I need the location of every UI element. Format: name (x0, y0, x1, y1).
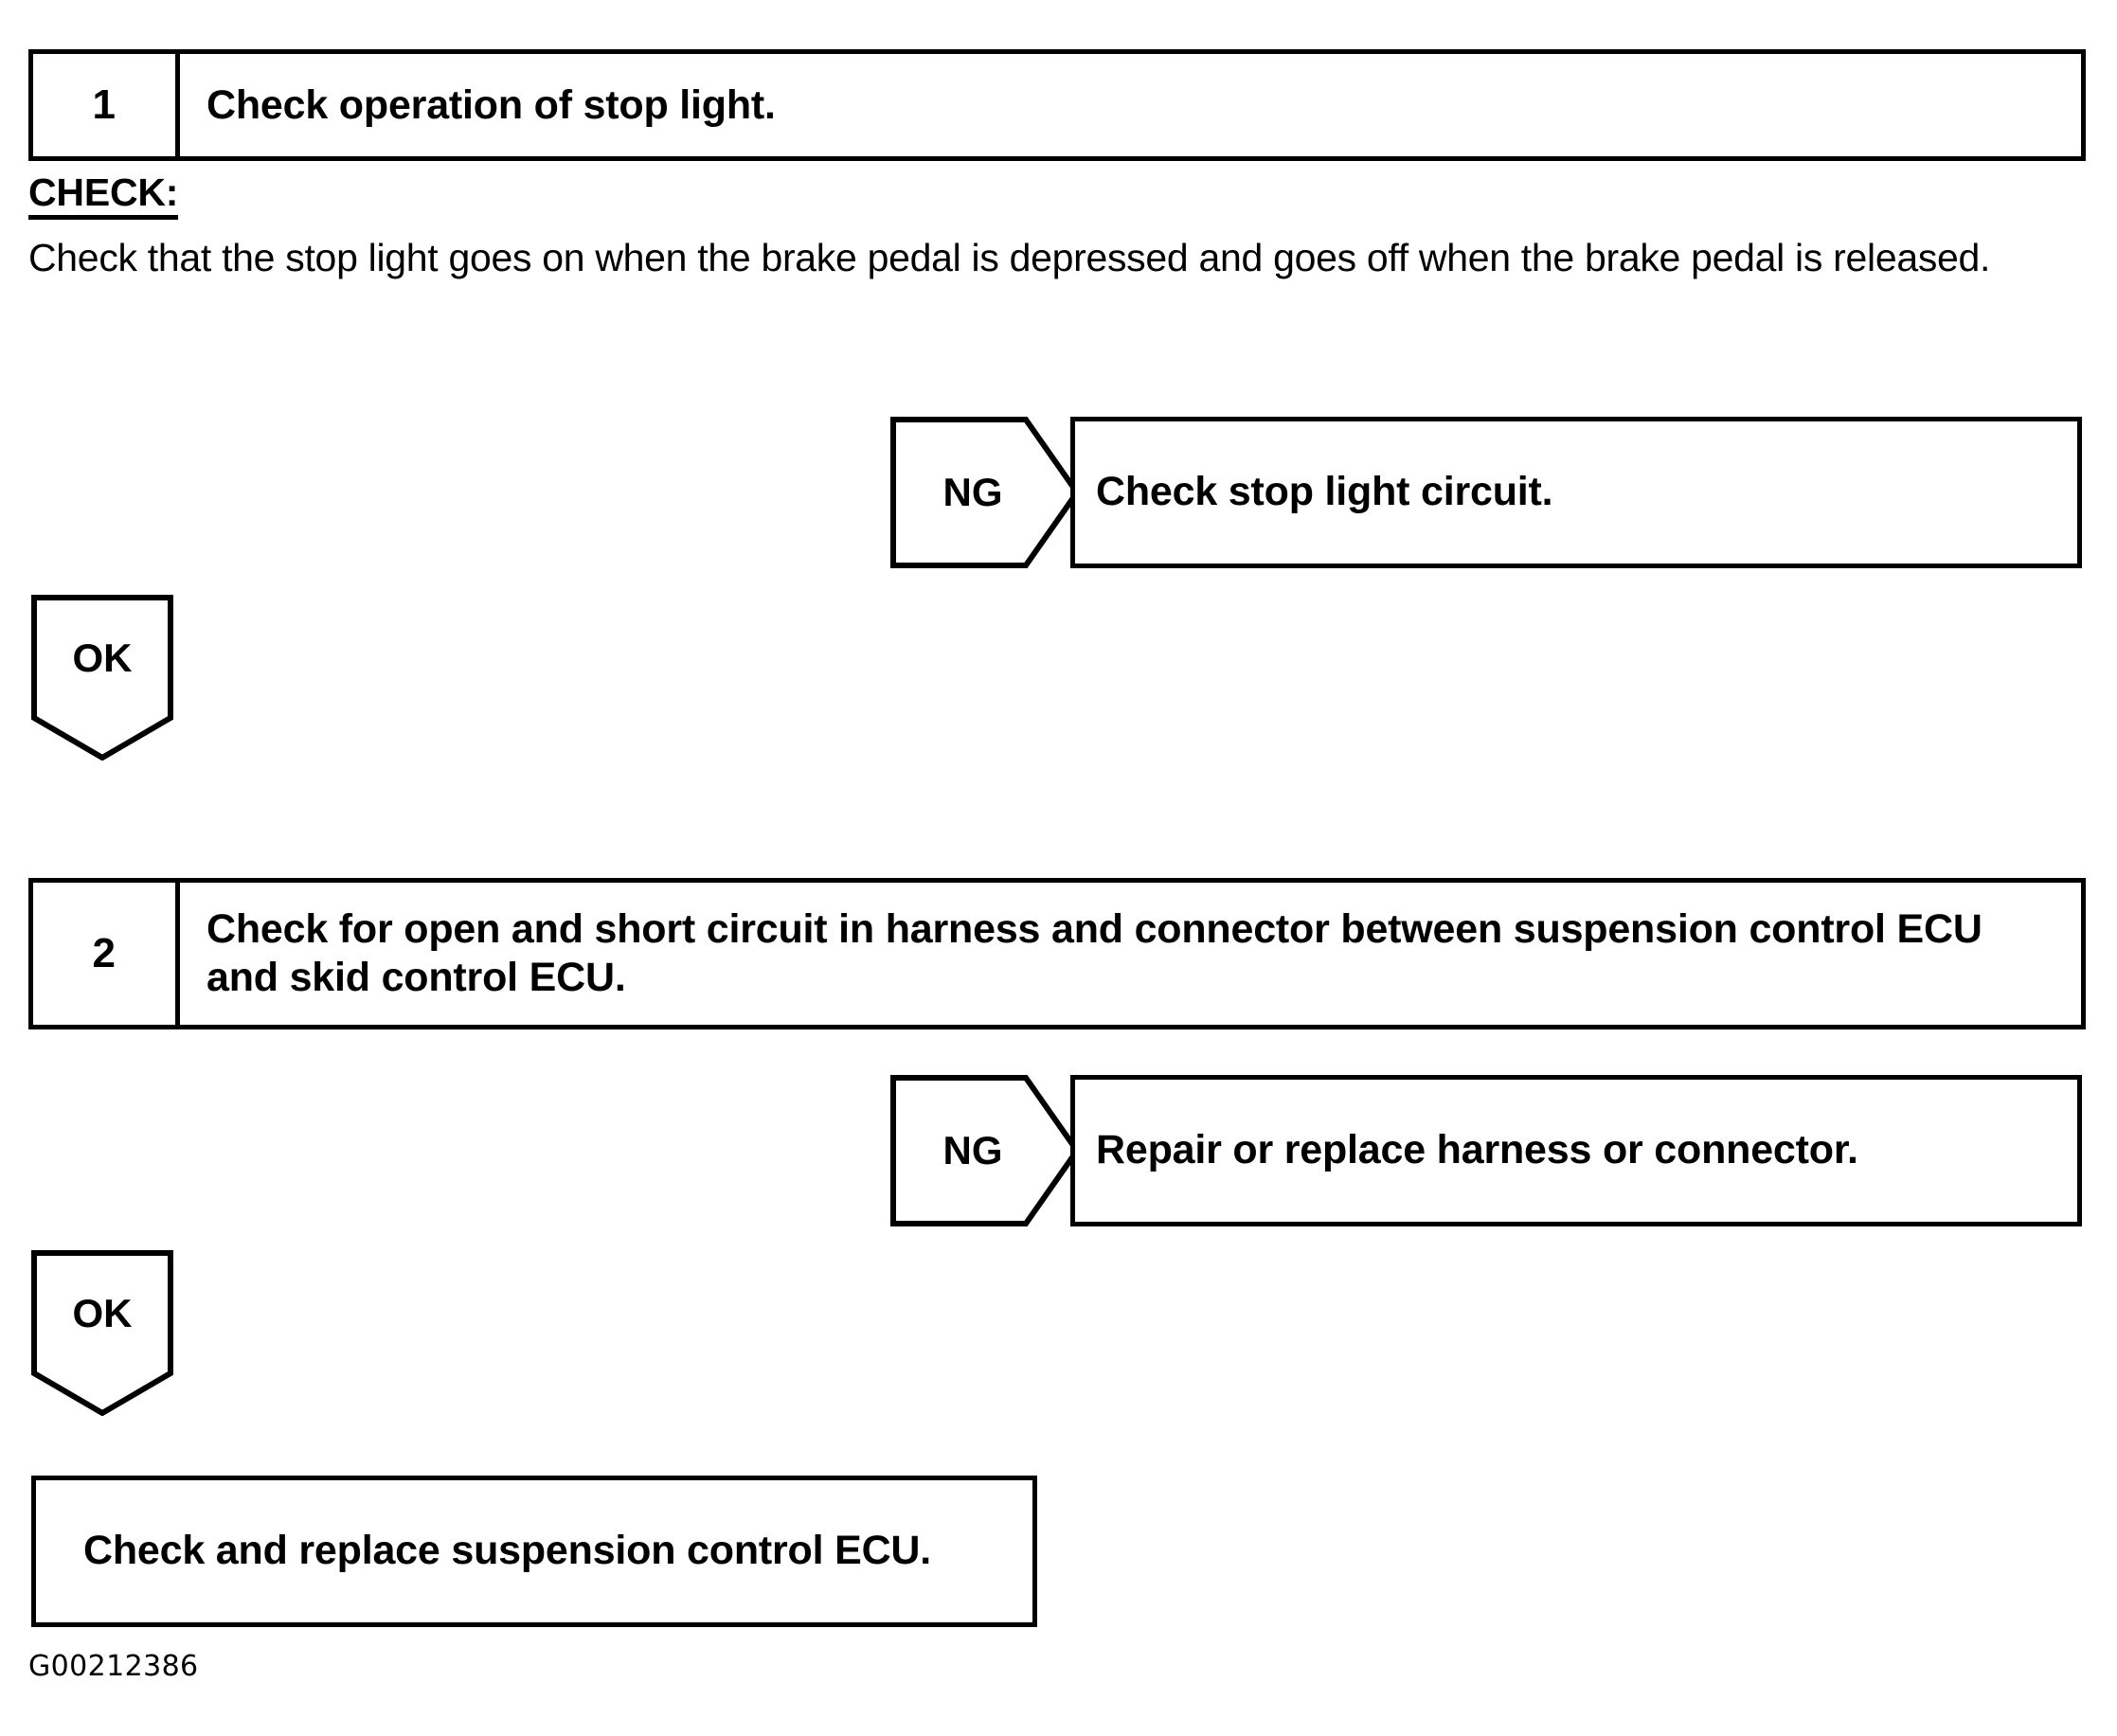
step-1-ok-pentagon: OK (31, 595, 173, 761)
step-2-title: Check for open and short circuit in harn… (206, 906, 1982, 1000)
step-1-title: Check operation of stop light. (206, 81, 776, 128)
step-2-ng-pentagon: NG (890, 1075, 1080, 1226)
step-1-ng-pentagon: NG (890, 417, 1080, 568)
step-1-check-label: CHECK: (28, 171, 178, 221)
step-2-ng-result-box: Repair or replace harness or connector. (1070, 1075, 2082, 1226)
step-1-ng-result-box: Check stop light circuit. (1070, 417, 2082, 568)
step-1-number: 1 (33, 54, 180, 156)
step-1-box: 1 Check operation of stop light. (28, 49, 2086, 161)
footer-reference-code: G00212386 (28, 1650, 199, 1683)
step-1-check-body: Check that the stop light goes on when t… (28, 236, 1991, 279)
final-action-box: Check and replace suspension control ECU… (31, 1476, 1037, 1627)
step-2-ok-pentagon: OK (31, 1250, 173, 1416)
step-2-number: 2 (33, 883, 180, 1025)
step-2-box: 2 Check for open and short circuit in ha… (28, 878, 2086, 1029)
